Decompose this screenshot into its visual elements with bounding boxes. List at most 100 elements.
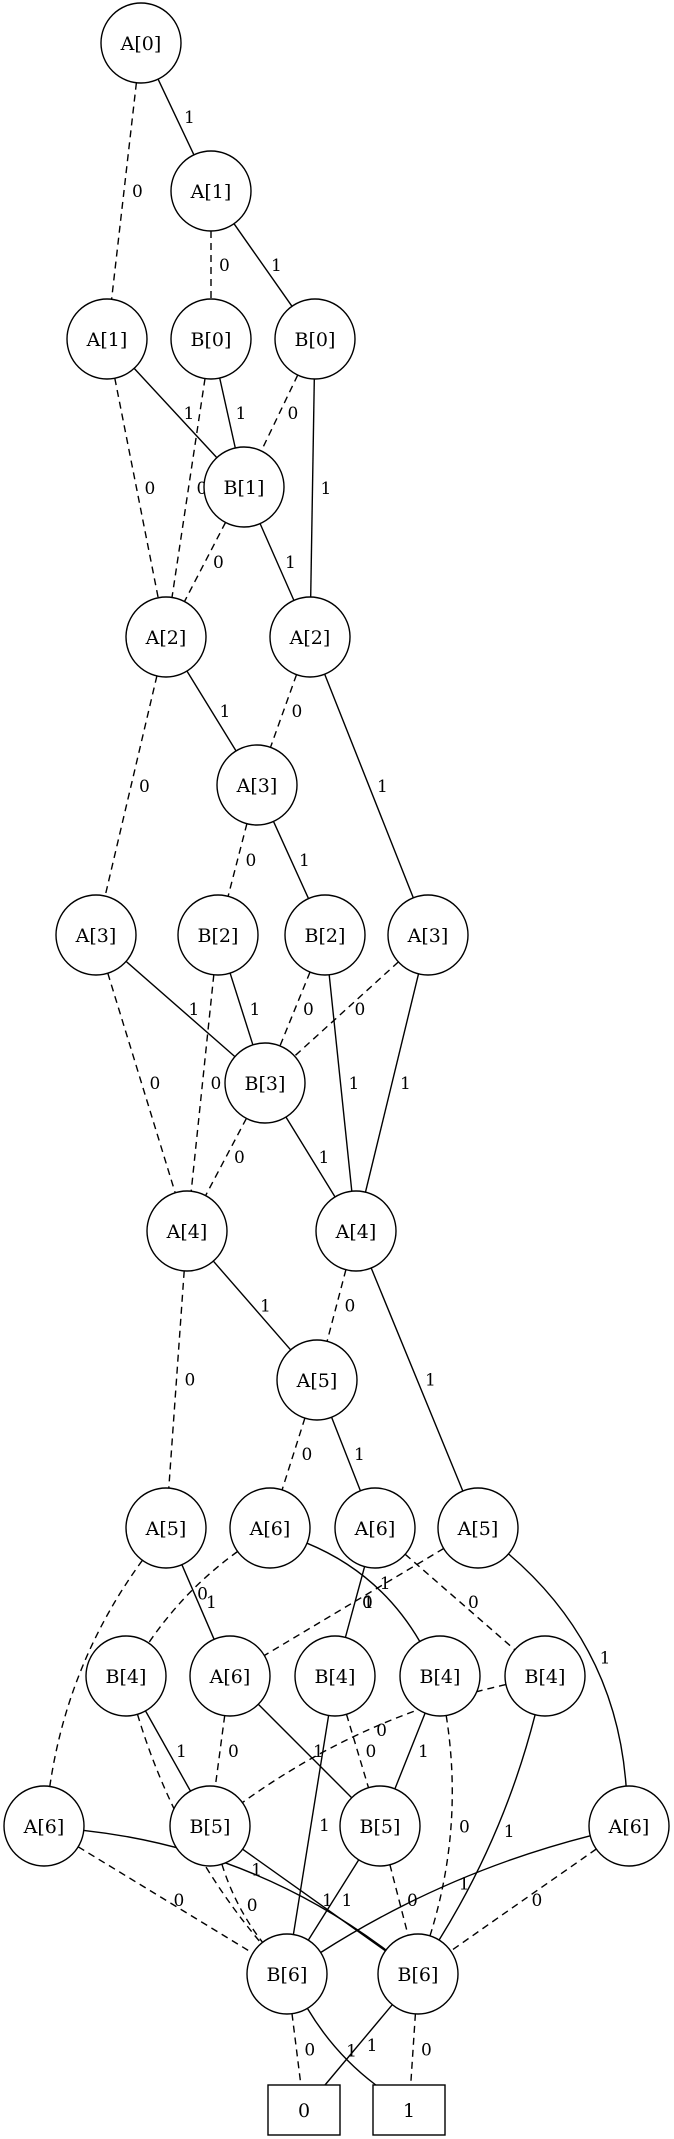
edge-n28-n32: [242, 1848, 386, 1952]
edge-label: 1: [342, 1891, 353, 1911]
edge-n24-n29: [345, 1714, 370, 1788]
edge-label: 0: [174, 1891, 185, 1911]
edge-label: 0: [345, 1297, 356, 1317]
node-label: A[5]: [457, 1518, 499, 1540]
decision-node: B[5]: [169, 1785, 251, 1867]
node-label: A[1]: [190, 181, 232, 203]
decision-node: B[0]: [170, 298, 252, 380]
node-circle: [274, 298, 356, 380]
edge-n32-n34: [410, 2013, 417, 2086]
edge-n9-n12: [272, 821, 310, 899]
node-label: A[2]: [289, 627, 331, 649]
edge-label: 1: [349, 1074, 360, 1094]
edge-label: 0: [288, 404, 299, 424]
node-circle: [229, 1487, 311, 1569]
node-circle: [216, 744, 298, 826]
node-label: A[4]: [166, 1221, 208, 1243]
edge-label: 0: [150, 1074, 161, 1094]
edge-label: 0: [355, 1000, 366, 1020]
decision-node: B[2]: [284, 894, 366, 976]
edge-label: 0: [421, 2041, 432, 2061]
edge-n3-n7: [114, 378, 159, 598]
edge-n31-n33: [291, 2013, 302, 2086]
node-label: B[3]: [245, 1073, 286, 1095]
terminal-node: 0: [267, 2084, 341, 2136]
edge-label: 0: [139, 777, 150, 797]
edge-n11-n15: [190, 974, 215, 1192]
node-circle: [146, 1190, 228, 1272]
node-label: 1: [403, 2100, 415, 2122]
decision-node: A[1]: [170, 150, 252, 232]
edge-n18-n27: [49, 1559, 143, 1787]
edge-n11-n14: [229, 972, 254, 1046]
node-label: A[0]: [120, 33, 162, 55]
edge-n23-n28: [214, 1715, 226, 1787]
edge-n19-n25: [306, 1542, 421, 1642]
decision-node: A[5]: [125, 1487, 207, 1569]
decision-node: A[2]: [269, 596, 351, 678]
edge-labels: 1001101001011001011010010101100101100110…: [90, 108, 610, 2061]
nodes: A[0]A[1]A[1]B[0]B[0]B[1]A[2]A[2]A[3]A[3]…: [3, 2, 670, 2136]
edge-n4-n7: [171, 378, 206, 598]
node-label: A[3]: [75, 925, 117, 947]
decision-node: B[4]: [85, 1635, 167, 1717]
decision-node: A[6]: [3, 1785, 85, 1867]
decision-node: A[4]: [315, 1190, 397, 1272]
edge-label: 0: [407, 1891, 418, 1911]
edge-n18-n23: [181, 1564, 215, 1640]
node-label: A[2]: [145, 627, 187, 649]
node-label: A[4]: [335, 1221, 377, 1243]
node-label: B[5]: [190, 1816, 231, 1838]
terminal-node: 1: [372, 2084, 446, 2136]
node-circle: [66, 298, 148, 380]
edge-n22-n31: [136, 1714, 262, 1944]
edge-n31-n34: [306, 2008, 377, 2086]
node-circle: [339, 1785, 421, 1867]
edge-label: 1: [346, 2041, 357, 2061]
edge-label: 1: [363, 1593, 374, 1613]
edge-n13-n16: [364, 973, 420, 1193]
edge-label: 1: [176, 1742, 187, 1762]
edge-label: 0: [185, 1371, 196, 1391]
edge-n27-n31: [77, 1846, 254, 1954]
edge-label: 1: [418, 1742, 429, 1762]
node-label: B[6]: [398, 1964, 439, 1986]
edge-n29-n32: [389, 1864, 409, 1936]
decision-node: A[1]: [66, 298, 148, 380]
edge-n21-n30: [508, 1553, 627, 1787]
edge-label: 0: [376, 1721, 387, 1741]
edge-label: 0: [197, 1584, 208, 1604]
node-circle: [55, 894, 137, 976]
edge-n1-n3: [110, 82, 138, 300]
edge-n7-n9: [186, 670, 237, 752]
edge-n3-n6: [133, 367, 218, 459]
edge-label: 1: [299, 851, 310, 871]
edge-label: 1: [319, 1816, 330, 1836]
node-label: B[2]: [305, 925, 346, 947]
node-label: A[6]: [23, 1816, 65, 1838]
decision-node: A[6]: [229, 1487, 311, 1569]
decision-node: A[4]: [146, 1190, 228, 1272]
edge-n30-n31: [320, 1835, 591, 1954]
decision-node: A[2]: [125, 596, 207, 678]
node-circle: [246, 1933, 328, 2015]
node-label: A[6]: [608, 1816, 650, 1838]
edge-label: 1: [322, 1891, 333, 1911]
edge-n30-n32: [450, 1848, 597, 1952]
node-label: B[2]: [198, 925, 239, 947]
edge-n8-n13: [324, 673, 414, 899]
edge-n1-n2: [157, 78, 195, 156]
edge-label: 0: [366, 1742, 377, 1762]
edge-label: 1: [250, 1000, 261, 1020]
node-circle: [504, 1635, 586, 1717]
edge-n5-n8: [310, 378, 315, 598]
node-circle: [377, 1933, 459, 2015]
decision-node: B[4]: [504, 1635, 586, 1717]
node-label: A[5]: [145, 1518, 187, 1540]
edge-label: 0: [234, 1148, 245, 1168]
edge-label: 0: [228, 1742, 239, 1762]
decision-node: A[0]: [100, 2, 182, 84]
edge-n20-n26: [404, 1553, 516, 1651]
edge-label: 1: [380, 1574, 391, 1594]
